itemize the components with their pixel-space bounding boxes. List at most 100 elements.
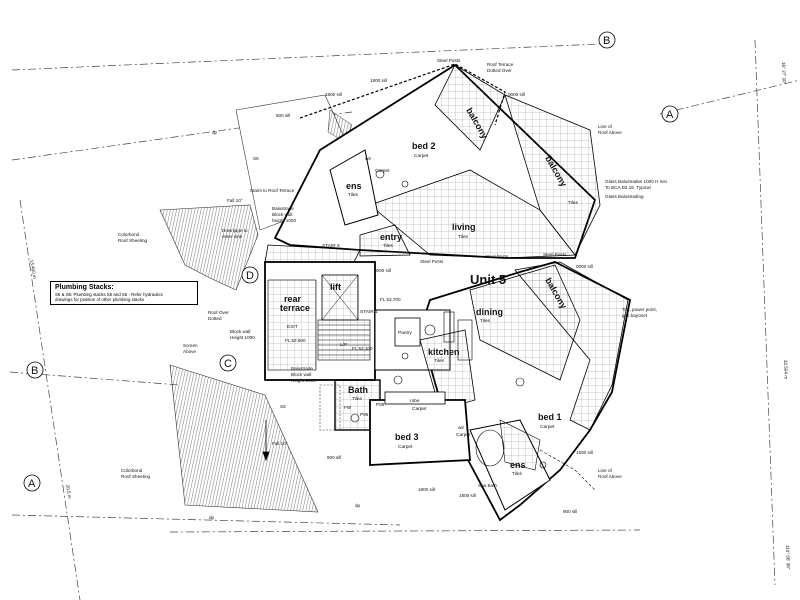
note-dotted-over: Dotted Over	[487, 68, 512, 73]
note-line-roof-bottom-1: Line of	[598, 468, 613, 473]
finish-ens-top: Tiles	[348, 192, 359, 198]
finish-kitchen: Tiles	[434, 358, 445, 364]
bearing-mid-right: 32.504 m	[783, 360, 789, 379]
note-roof-over-1: Roof Over	[208, 310, 229, 315]
finish-wir-bottom: Carpet	[456, 432, 471, 438]
bearing-left-bottom: 20.5 m	[65, 484, 72, 499]
finish-living: Tiles	[458, 234, 469, 240]
annotations: Steel Posts Roof Terrace Dotted Over 180…	[118, 58, 667, 520]
note-sill-600-b2: 600 sill	[276, 113, 290, 118]
label-lp: L/P	[340, 342, 347, 348]
note-glass-bal-1: Glass Balustrades 1000 H min	[605, 179, 667, 184]
note-steel-posts-top: Steel Posts	[437, 58, 461, 63]
note-sill-0000-b2: 0000 sill	[508, 92, 525, 97]
note-balustrade-2: Block wall	[272, 212, 292, 217]
note-s6: S6	[253, 156, 259, 161]
room-robe: robe	[410, 398, 420, 404]
level-fl-left: FL 53.600	[285, 338, 306, 343]
finish-bed3: Carpet	[398, 444, 413, 450]
grid-b-top: B	[603, 35, 610, 47]
finish-wir-top: Carpet	[375, 168, 390, 174]
plumbing-title: Plumbing Stacks:	[55, 284, 114, 291]
room-dining: dining	[476, 307, 503, 317]
note-downpipe-2: enter sink	[222, 234, 243, 239]
note-downpipe-1: Downpipe to	[222, 228, 248, 233]
note-roof-over-2: Dotted	[208, 316, 222, 321]
upper-wing	[264, 63, 601, 271]
note-block-wall-1: Block wall	[230, 329, 250, 334]
note-p08: P08	[376, 402, 385, 407]
bearing-bottom-right: 110° 56' 35"	[785, 545, 791, 570]
finish-bed1: Carpet	[540, 424, 555, 430]
finish-robe: Carpet	[412, 406, 427, 412]
note-stairs-roof-terrace: Stairs to Roof Terrace	[250, 188, 295, 193]
fixtures	[350, 169, 547, 469]
room-wir-bottom: wir	[458, 425, 465, 431]
note-sill-1800-top: 1800 sill	[370, 78, 387, 83]
room-living: living	[452, 222, 476, 232]
level-fl-top: FL 53.700	[380, 297, 401, 302]
note-dp-3: dp	[355, 503, 361, 508]
room-kitchen: kitchen	[428, 347, 460, 357]
site-boundary	[9, 39, 800, 600]
note-bal-block-1: Balustrade	[291, 366, 313, 371]
grid-d: D	[246, 270, 254, 282]
room-rear: rear	[284, 294, 302, 304]
note-sill-1800-b3: 1800 sill	[418, 487, 435, 492]
room-pantry: Pantry	[398, 330, 412, 336]
grid-a-left: A	[28, 478, 36, 490]
room-lift: lift	[330, 282, 341, 292]
note-line-roof-top-2: Roof Above	[598, 130, 622, 135]
note-sill-900-bottom: 900 sill	[563, 509, 577, 514]
room-wir-top: wir	[365, 156, 372, 162]
note-fall-10-lower: Fall 10°	[272, 441, 288, 446]
note-bal-block-3: Height 1000	[291, 378, 316, 383]
note-balustrade-3: height 1000	[272, 218, 296, 223]
note-colorbond-top-1: Colorbond	[118, 232, 140, 237]
note-bal-block-2: Block wall	[291, 372, 311, 377]
grid-a-top: A	[666, 109, 674, 121]
note-s5: S5	[280, 404, 286, 409]
finish-ens-bottom: Tiles	[512, 471, 523, 477]
note-tap-2: gas bayonet	[622, 313, 648, 318]
note-colorbond-bottom-2: Roof Sheeting	[121, 474, 151, 479]
level-fl-mid: FL 53.100	[352, 346, 373, 351]
note-glass-bal-3: Glass Balustrading	[605, 194, 644, 199]
finish-bath: Tiles	[352, 396, 363, 402]
note-steel-posts-living: Steel Posts	[485, 254, 509, 259]
finish-balcony: Tiles	[568, 200, 579, 206]
line-of-roof-above	[539, 449, 596, 491]
room-bed1: bed 1	[538, 412, 562, 422]
finish-dining: Tiles	[480, 318, 491, 324]
grid-markers	[23, 31, 679, 492]
note-dp-1: dp	[212, 130, 218, 135]
note-sill-0000-right: 0000 sill	[576, 264, 593, 269]
unit-title: Unit 5	[470, 272, 506, 287]
note-sill-0000-mid: 0000 sill	[374, 268, 391, 273]
note-steel-posts-right: Steel Posts	[543, 252, 567, 257]
note-glass-bal-2: To BCA D2.16. Typical	[605, 185, 651, 190]
note-dp-2: dp	[209, 515, 215, 520]
note-fw: FW	[344, 405, 352, 410]
room-ens-top: ens	[346, 181, 362, 191]
bearing-top-right: 16° 27' 30"	[781, 62, 787, 85]
plumbing-text-1: S5 & S6: Plumbing stacks S5 and S6 - Ref…	[55, 292, 163, 297]
note-colorbond-top-2: Roof Sheeting	[118, 238, 148, 243]
note-fall-10: Fall 10°	[227, 198, 243, 203]
bearing-left-top: 13.460 m	[29, 259, 37, 279]
stairs	[318, 274, 370, 356]
note-roof-terrace: Roof Terrace	[487, 62, 514, 67]
lower-right-wing	[419, 261, 632, 522]
note-screen-above-1: Screen	[183, 343, 198, 348]
room-entry: entry	[380, 232, 402, 242]
note-sill-900: 900 sill	[327, 455, 341, 460]
grid-c: C	[224, 358, 232, 370]
note-balustrade-1: Balustrade	[272, 206, 294, 211]
central-core	[264, 261, 476, 411]
room-bath: Bath	[348, 385, 368, 395]
room-bed2: bed 2	[412, 141, 436, 151]
note-tap-1: Tap, power point,	[622, 307, 657, 312]
room-ens-bottom: ens	[510, 460, 526, 470]
plumbing-stacks-note: Plumbing Stacks: S5 & S6: Plumbing stack…	[50, 281, 198, 305]
